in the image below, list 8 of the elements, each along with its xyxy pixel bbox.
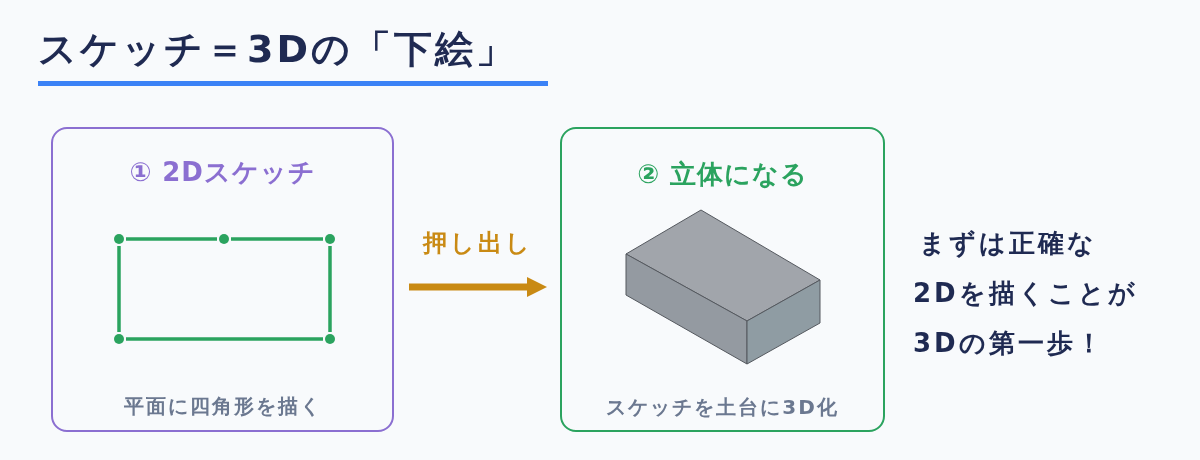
note-text: まずは正確な2Dを描くことが3Dの第一歩！ xyxy=(913,227,1139,360)
step-panel xyxy=(560,127,885,432)
step-caption: スケッチを土台に3D化 xyxy=(605,394,840,420)
step-heading: ① 2Dスケッチ xyxy=(128,156,317,189)
step-heading: ② 立体になる xyxy=(635,158,810,191)
title: スケッチ＝3Dの「下絵」 xyxy=(38,26,517,73)
step-panel xyxy=(51,127,394,432)
step-caption: 平面に四角形を描く xyxy=(122,393,323,419)
